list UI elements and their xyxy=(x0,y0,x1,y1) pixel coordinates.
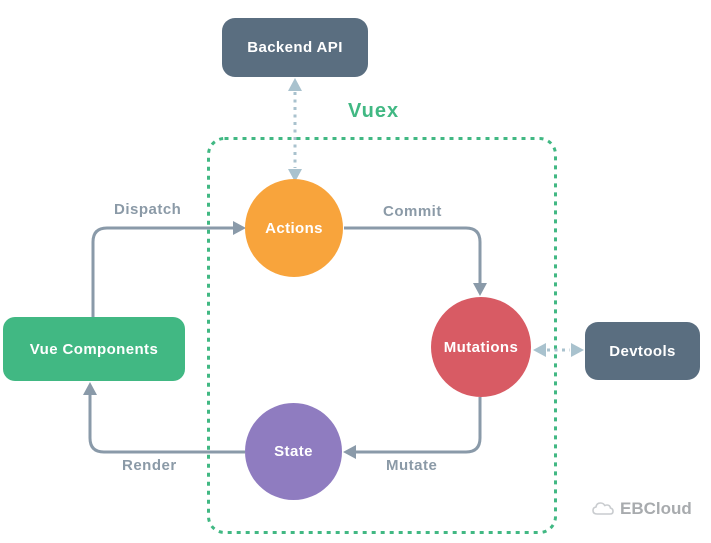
arrowhead-to-mutations xyxy=(533,343,546,357)
backend-api-label: Backend API xyxy=(247,39,343,56)
watermark-label: EBCloud xyxy=(620,499,692,518)
cloud-icon xyxy=(592,502,614,515)
devtools-label: Devtools xyxy=(609,342,676,360)
arrowhead-to-backend-api xyxy=(288,78,302,91)
arrowhead-to-devtools xyxy=(571,343,584,357)
devtools-node: Devtools xyxy=(585,322,700,380)
render-edge-label: Render xyxy=(122,457,177,474)
mutate-edge-label: Mutate xyxy=(386,457,438,474)
arrowhead-render xyxy=(83,382,97,395)
backend-api-node: Backend API xyxy=(222,18,368,77)
arrowhead-mutate xyxy=(343,445,356,459)
vuex-title: Vuex xyxy=(348,100,400,122)
commit-edge-label: Commit xyxy=(383,203,442,220)
state-node: State xyxy=(245,403,342,500)
dispatch-edge-label: Dispatch xyxy=(114,201,182,218)
state-label: State xyxy=(274,443,313,460)
vue-components-label: Vue Components xyxy=(29,340,159,358)
mutations-label: Mutations xyxy=(443,338,519,356)
actions-label: Actions xyxy=(265,219,323,237)
watermark: EBCloud xyxy=(591,499,692,519)
vue-components-node: Vue Components xyxy=(3,317,185,381)
mutations-node: Mutations xyxy=(431,297,531,397)
actions-node: Actions xyxy=(245,179,343,277)
arrowhead-commit xyxy=(473,283,487,296)
